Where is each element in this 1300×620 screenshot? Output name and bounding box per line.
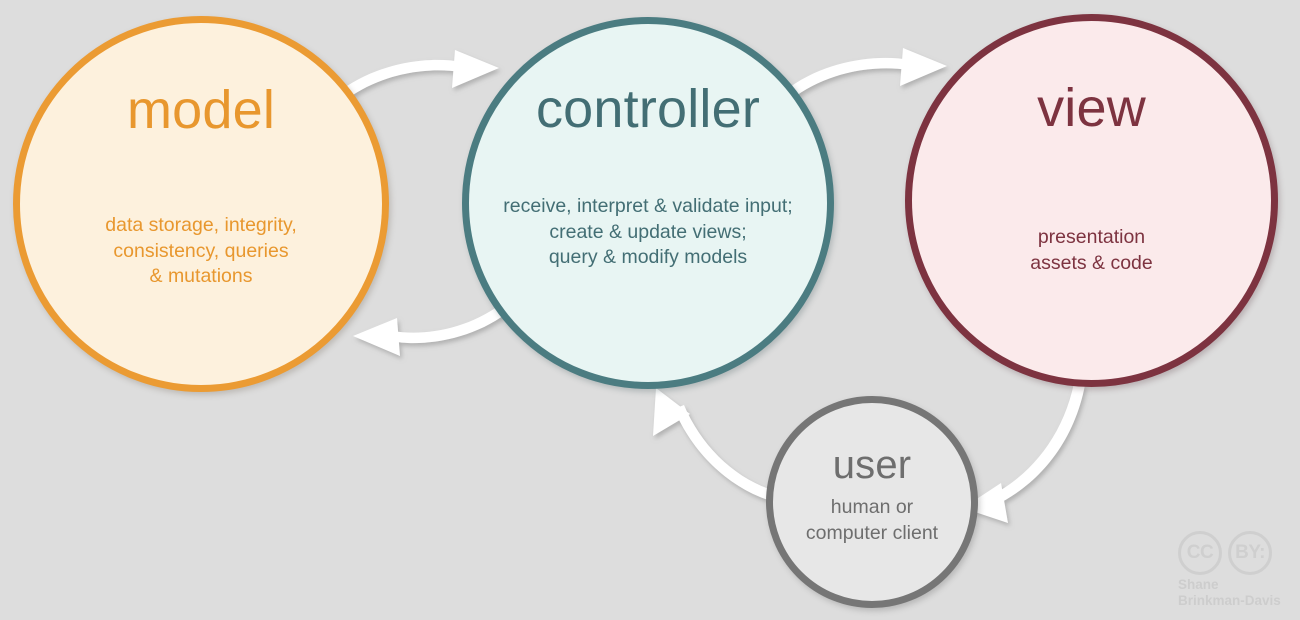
arrow-view-to-user <box>963 383 1085 523</box>
node-user-description: human or computer client <box>805 496 939 544</box>
creative-commons-icon: CC <box>1178 531 1222 575</box>
creative-commons-attribution: CC BY: Shane Brinkman-Davis <box>1178 531 1290 609</box>
arrow-user-to-controller <box>653 388 772 500</box>
node-view[interactable]: view presentation assets & code <box>905 14 1278 387</box>
node-model[interactable]: model data storage, integrity, consisten… <box>13 16 389 392</box>
arrow-controller-to-model <box>353 304 507 356</box>
attribution-author: Shane Brinkman-Davis <box>1178 577 1281 608</box>
node-user[interactable]: user human or computer client <box>766 396 978 608</box>
node-controller[interactable]: controller receive, interpret & validate… <box>462 17 834 389</box>
node-controller-description: receive, interpret & validate input; cre… <box>503 195 793 269</box>
node-model-description: data storage, integrity, consistency, qu… <box>105 214 297 288</box>
node-controller-title: controller <box>535 79 761 139</box>
node-model-title: model <box>126 80 276 140</box>
arrow-controller-to-view <box>790 48 947 96</box>
node-view-description: presentation assets & code <box>1030 226 1153 274</box>
node-user-title: user <box>832 443 912 487</box>
arrow-model-to-controller <box>341 50 499 99</box>
cc-by-icon: BY: <box>1228 531 1272 575</box>
cc-marks: CC BY: <box>1178 531 1290 575</box>
node-view-title: view <box>1037 78 1146 138</box>
